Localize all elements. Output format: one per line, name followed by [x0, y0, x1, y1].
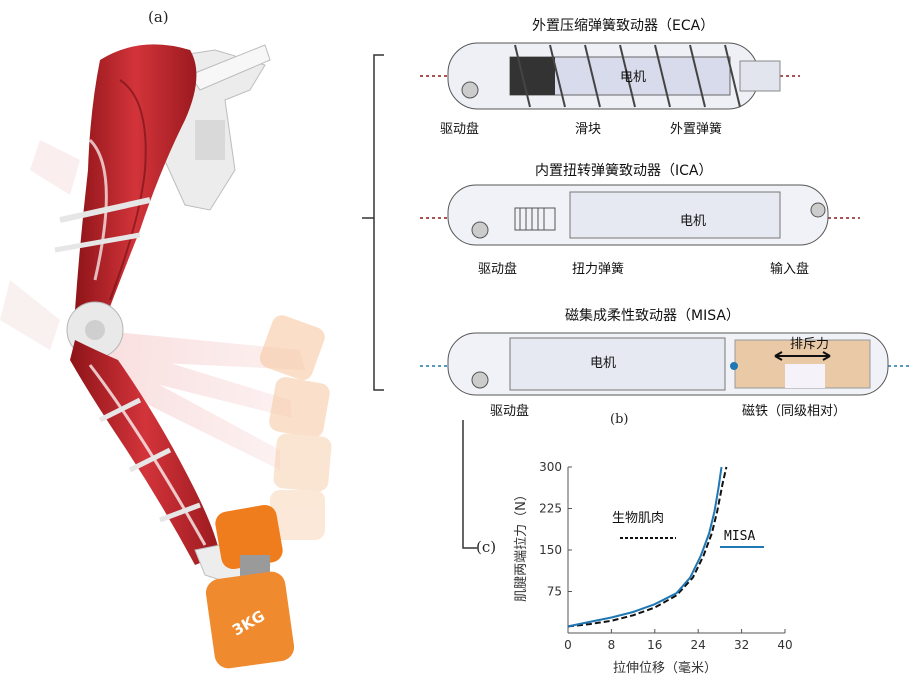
ica-title: 内置扭转弹簧致动器（ICA） [535, 163, 713, 179]
eca-motor-label: 电机 [620, 70, 647, 85]
misa-repulsion-label: 排斥力 [790, 337, 830, 352]
panel-label-a: (a) [148, 8, 169, 26]
y-tick-label: 225 [539, 502, 562, 516]
x-axis-label: 拉伸位移（毫米） [613, 660, 717, 676]
legend-misa-label: MISA [724, 529, 755, 544]
panel-label-c: (c) [476, 538, 497, 556]
misa-label-1: 磁铁（同级相对） [742, 404, 847, 419]
misa-label-0: 驱动盘 [490, 404, 530, 419]
misa-title: 磁集成柔性致动器（MISA） [565, 308, 740, 324]
ica-motor-label: 电机 [680, 214, 707, 229]
robotic-arm-illustration: 3KG [0, 44, 332, 669]
x-tick-label: 24 [691, 638, 706, 652]
eca-label-0: 驱动盘 [440, 122, 480, 137]
panel-label-b: (b) [610, 412, 629, 427]
series-line-misa [567, 466, 723, 628]
chart-legend: 生物肌肉 MISA [612, 511, 764, 548]
ghost-weights [259, 315, 332, 540]
y-tick-label: 75 [547, 585, 562, 599]
dumbbell: 3KG [205, 504, 295, 669]
series-line-bio-muscle [567, 466, 728, 628]
x-tick-label: 32 [734, 638, 749, 652]
x-tick-label: 8 [608, 638, 616, 652]
chart-axes: 0 8 16 24 32 40 75 150 225 300 [539, 460, 793, 652]
misa-motor-label: 电机 [590, 356, 617, 371]
force-displacement-chart: 0 8 16 24 32 40 75 150 225 300 生物肌肉 MISA 拉伸位移（毫米）… [514, 460, 793, 676]
external-spring [514, 44, 741, 108]
eca-diagram [420, 42, 800, 110]
legend-bio-label: 生物肌肉 [612, 511, 664, 526]
x-tick-label: 0 [564, 638, 572, 652]
upper-arm-muscles [54, 44, 197, 320]
eca-label-1: 滑块 [575, 122, 602, 137]
forearm-muscles [70, 340, 220, 565]
ica-label-0: 驱动盘 [478, 262, 518, 277]
y-axis-label: 肌腱两端拉力（N） [514, 488, 529, 602]
x-tick-label: 40 [777, 638, 792, 652]
panel-bracket [362, 54, 384, 391]
misa-diagram [420, 332, 910, 396]
y-tick-label: 300 [539, 460, 562, 474]
ica-label-2: 输入盘 [770, 262, 810, 277]
ica-diagram [420, 184, 860, 246]
motion-trail [0, 140, 305, 470]
chart-series [567, 466, 728, 628]
chart-connector [462, 420, 477, 549]
eca-label-2: 外置弹簧 [670, 122, 723, 137]
ica-label-1: 扭力弹簧 [572, 262, 625, 277]
eca-title: 外置压缩弹簧致动器（ECA） [532, 18, 715, 34]
x-tick-label: 16 [647, 638, 662, 652]
y-tick-label: 150 [539, 543, 562, 557]
